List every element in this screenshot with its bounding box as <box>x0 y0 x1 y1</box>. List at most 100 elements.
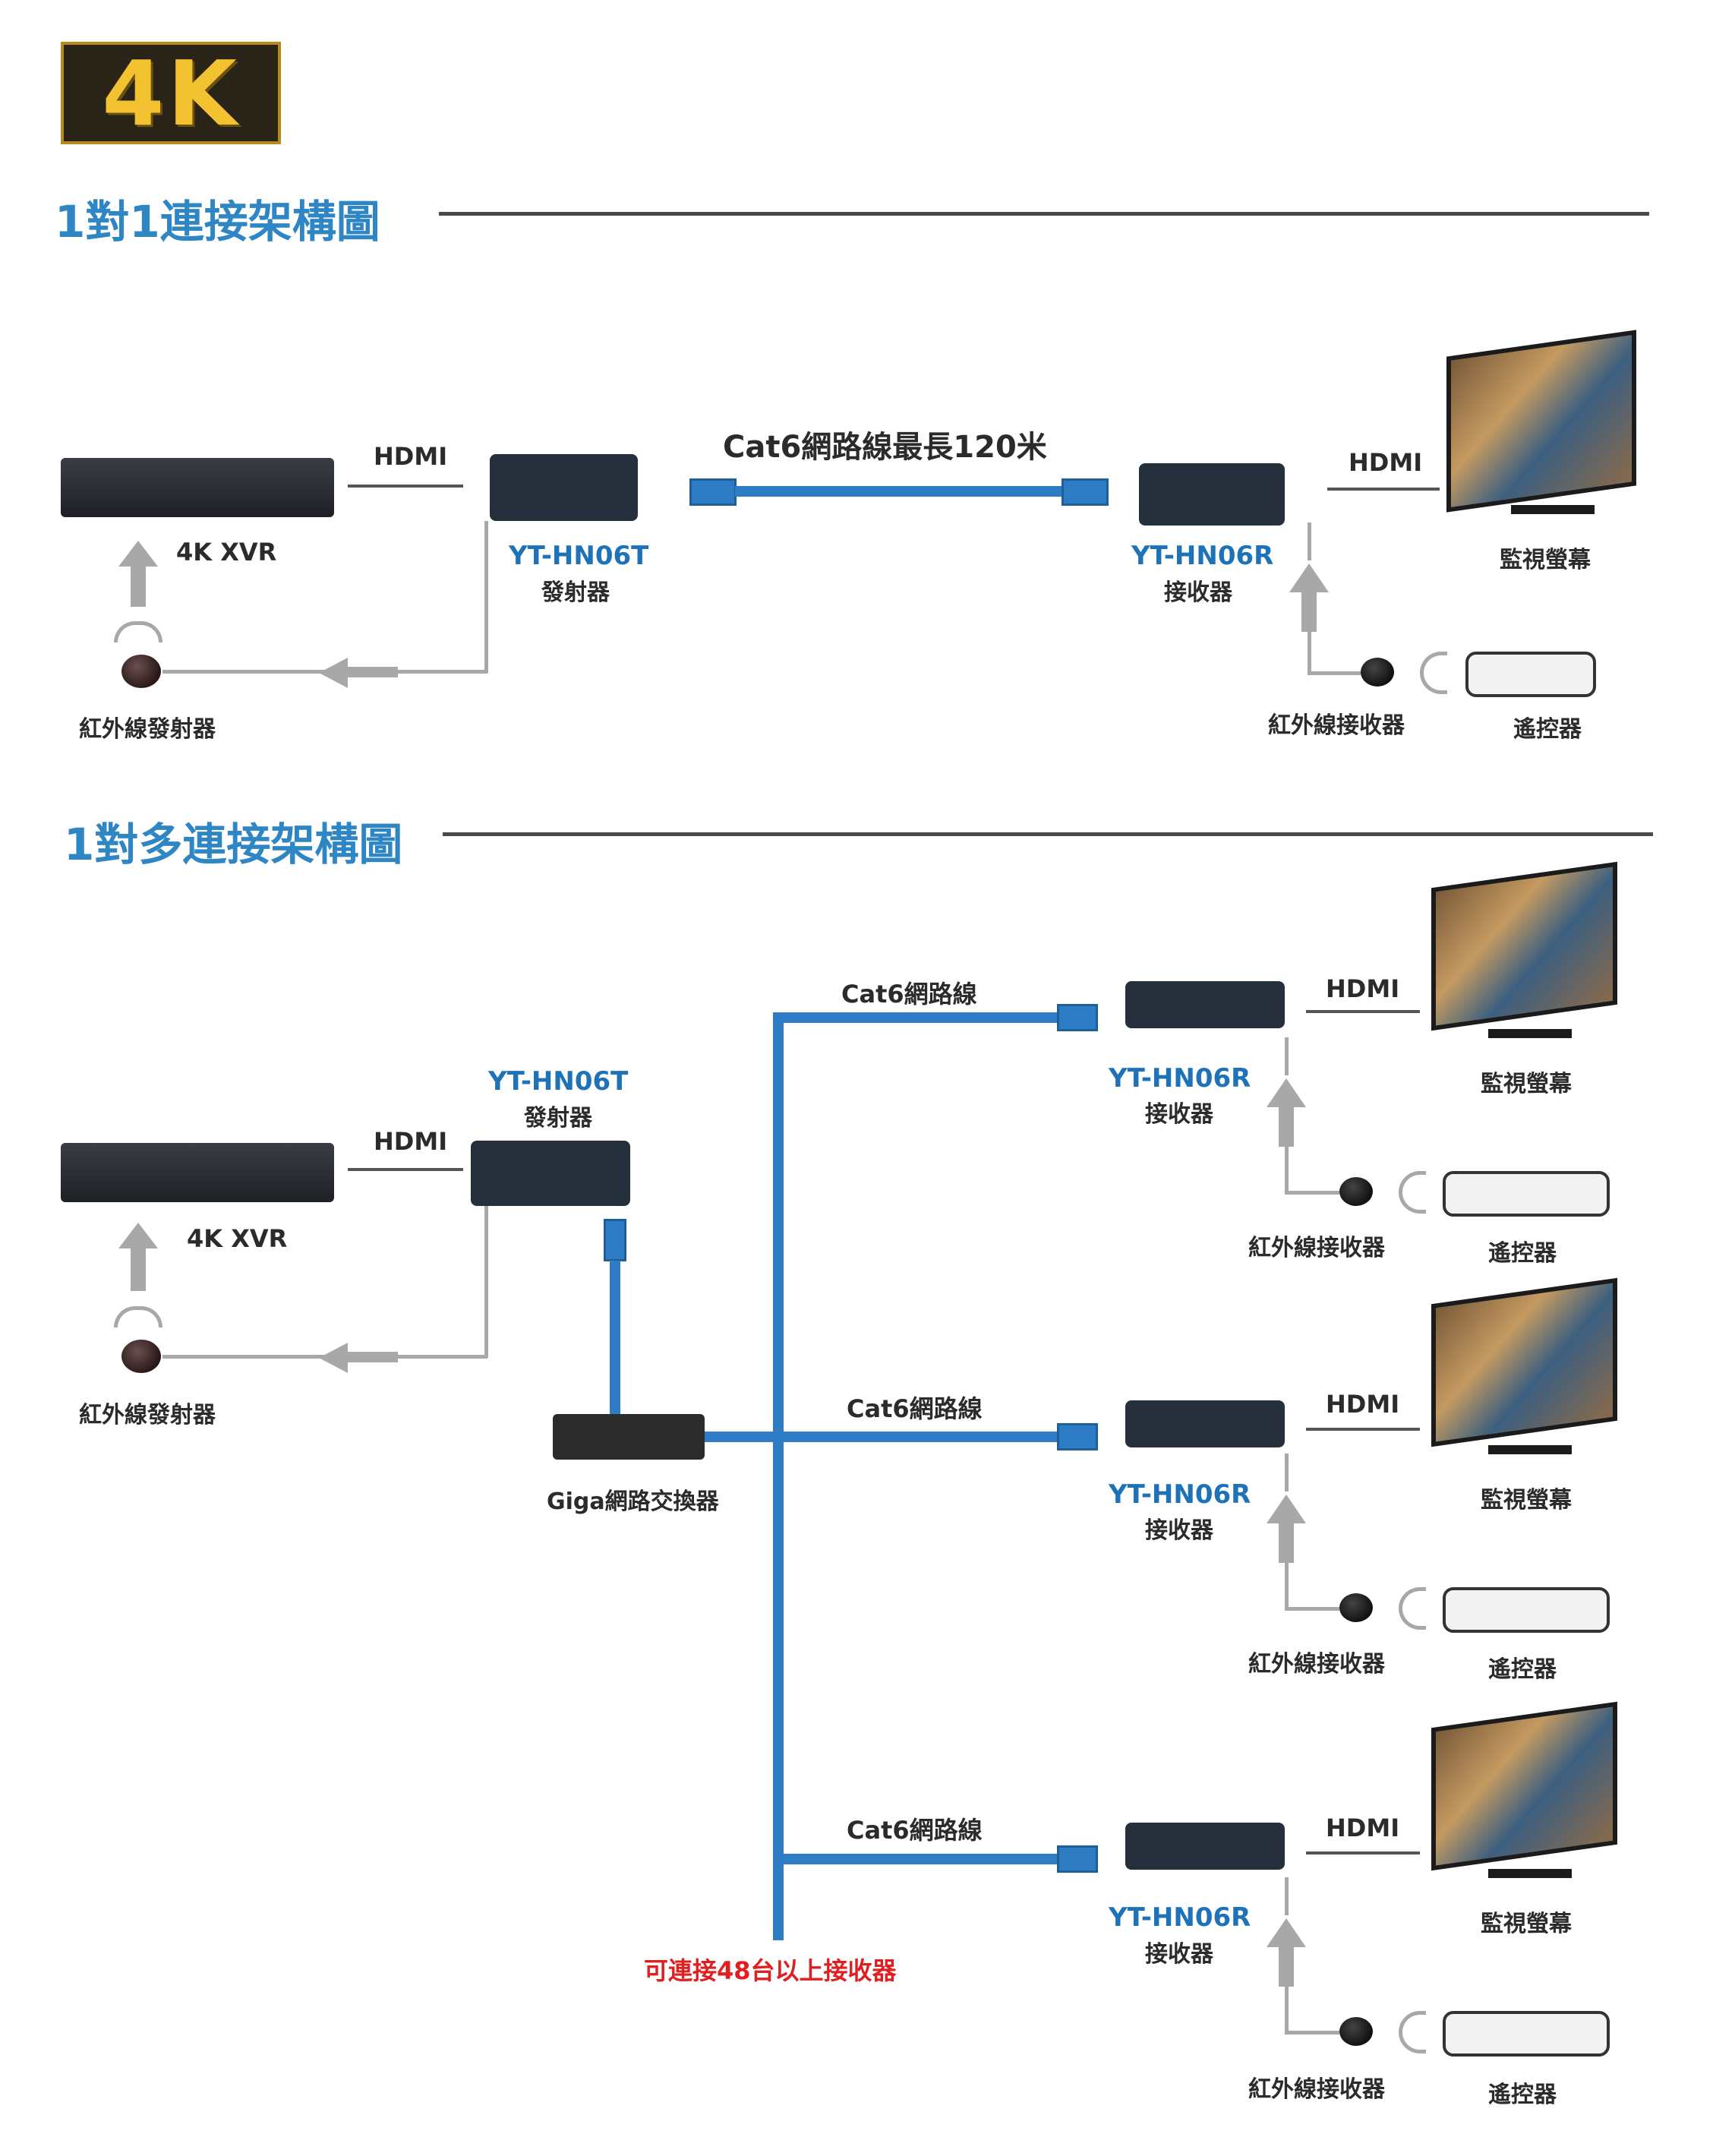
arrow-up-shaft <box>131 565 146 607</box>
section2-title: 1對多連接架構圖 <box>64 819 403 870</box>
rx1-monitor-label: 監視螢幕 <box>1481 1071 1572 1097</box>
arrow-up-shaft <box>1279 1522 1294 1563</box>
ir-transmitter-icon <box>121 655 161 688</box>
rx2-ir-line-h <box>1285 1607 1339 1611</box>
rx-model-label: YT-HN06R <box>1131 541 1274 571</box>
4k-logo-text: 4K <box>102 40 240 146</box>
cat6-cable-switch <box>705 1432 1066 1442</box>
ir-tx-label: 紅外線發射器 <box>79 1402 216 1428</box>
more-receivers-note: 可連接48台以上接收器 <box>644 1956 897 1985</box>
monitor-screen <box>1431 861 1617 1031</box>
rx3-ir-line-h <box>1285 2031 1339 2034</box>
receiver-device <box>1139 463 1285 526</box>
tx-return-line-h <box>398 1355 487 1359</box>
ir-receiver-icon <box>1339 1593 1373 1622</box>
rx2-ir-line-top <box>1285 1454 1289 1492</box>
xvr-device <box>61 458 334 517</box>
rx-name-label: 接收器 <box>1164 579 1232 606</box>
rx3-monitor-label: 監視螢幕 <box>1481 1911 1572 1937</box>
rx2-remote-label: 遙控器 <box>1488 1656 1557 1683</box>
cat6-branch-3 <box>773 1854 1062 1864</box>
rx1-model-label: YT-HN06R <box>1109 1063 1251 1094</box>
tx-name-label: 發射器 <box>524 1105 592 1132</box>
rx1-ir-line-h <box>1285 1191 1339 1195</box>
rx2-ir-line-v <box>1285 1563 1289 1610</box>
transmitter-device <box>471 1141 630 1206</box>
rj45-plug-right <box>1062 478 1109 506</box>
monitor-stand <box>1488 1869 1572 1878</box>
monitor-stand <box>1488 1029 1572 1038</box>
switch-label: Giga網路交換器 <box>547 1488 719 1515</box>
hdmi-right-cable <box>1327 488 1440 491</box>
hdmi-left-label: HDMI <box>374 1127 448 1156</box>
rx1-cable-label: Cat6網路線 <box>841 980 977 1009</box>
cat6-trunk <box>773 1012 784 1940</box>
receiver-device <box>1125 1823 1285 1870</box>
ir-receiver-icon <box>1339 1177 1373 1206</box>
arrow-up-icon <box>1267 1495 1306 1523</box>
arrow-left-shaft <box>346 1352 398 1362</box>
hdmi-left-cable <box>348 1168 463 1171</box>
section1-rule <box>439 212 1649 216</box>
ir-wave-icon <box>114 1306 162 1327</box>
rx1-ir-line-top <box>1285 1037 1289 1075</box>
cat6-branch-1 <box>773 1012 1062 1023</box>
arrow-up-shaft <box>1279 1946 1294 1987</box>
arrow-up-icon <box>1267 1078 1306 1107</box>
rx1-hdmi-cable <box>1306 1010 1420 1013</box>
monitor-stand <box>1488 1445 1572 1454</box>
hdmi-left-cable <box>348 485 463 488</box>
ir-tx-label: 紅外線發射器 <box>79 716 216 743</box>
arrow-left-shaft <box>346 667 398 677</box>
arrow-up-icon <box>118 541 158 567</box>
rj45-plug <box>1057 1845 1098 1873</box>
receiver-device <box>1125 1400 1285 1447</box>
remote-icon <box>1443 2011 1610 2057</box>
rx3-model-label: YT-HN06R <box>1109 1902 1251 1933</box>
rx3-name-label: 接收器 <box>1145 1941 1213 1968</box>
rx2-hdmi-cable <box>1306 1428 1420 1431</box>
arrow-up-shaft <box>1279 1106 1294 1147</box>
tx-return-line-h <box>398 670 487 674</box>
4k-logo: 4K <box>61 42 281 144</box>
ir-wave-icon <box>114 621 162 642</box>
remote-label: 遙控器 <box>1513 716 1582 743</box>
xvr-label: 4K XVR <box>187 1224 288 1253</box>
section1-title: 1對1連接架構圖 <box>55 196 380 248</box>
network-switch <box>553 1414 705 1460</box>
rx1-name-label: 接收器 <box>1145 1101 1213 1128</box>
tx-model-label: YT-HN06T <box>509 541 649 571</box>
rx-ir-line-top <box>1308 522 1311 560</box>
monitor-stand <box>1511 505 1595 514</box>
ir-wave-icon <box>1420 652 1447 694</box>
cable-label: Cat6網路線最長120米 <box>723 430 1047 465</box>
rx2-hdmi-label: HDMI <box>1326 1390 1400 1419</box>
rj45-plug <box>1057 1423 1098 1450</box>
arrow-up-icon <box>1289 563 1329 592</box>
rx3-remote-label: 遙控器 <box>1488 2082 1557 2108</box>
cat6-cable <box>735 486 1063 497</box>
xvr-device <box>61 1143 334 1202</box>
rx-ir-line-h <box>1308 671 1361 675</box>
arrow-up-shaft <box>1301 591 1317 632</box>
arrow-left-icon <box>319 1343 348 1373</box>
hdmi-left-label: HDMI <box>374 442 448 471</box>
remote-icon <box>1465 652 1596 697</box>
ir-tx-line <box>162 670 328 674</box>
remote-icon <box>1443 1171 1610 1217</box>
rx1-hdmi-label: HDMI <box>1326 974 1400 1003</box>
rx-ir-line-v <box>1308 632 1311 674</box>
rx3-ir-line-top <box>1285 1877 1289 1915</box>
rx3-hdmi-cable <box>1306 1851 1420 1855</box>
monitor-screen <box>1431 1277 1617 1447</box>
monitor-label: 監視螢幕 <box>1500 547 1591 573</box>
rj45-plug <box>1057 1004 1098 1031</box>
rx2-monitor-label: 監視螢幕 <box>1481 1487 1572 1514</box>
rx3-cable-label: Cat6網路線 <box>847 1816 983 1845</box>
ir-transmitter-icon <box>121 1340 161 1373</box>
arrow-left-icon <box>319 658 348 688</box>
rx2-cable-label: Cat6網路線 <box>847 1394 983 1423</box>
arrow-up-icon <box>1267 1918 1306 1947</box>
ir-receiver-icon <box>1339 2017 1373 2046</box>
rx2-name-label: 接收器 <box>1145 1517 1213 1544</box>
